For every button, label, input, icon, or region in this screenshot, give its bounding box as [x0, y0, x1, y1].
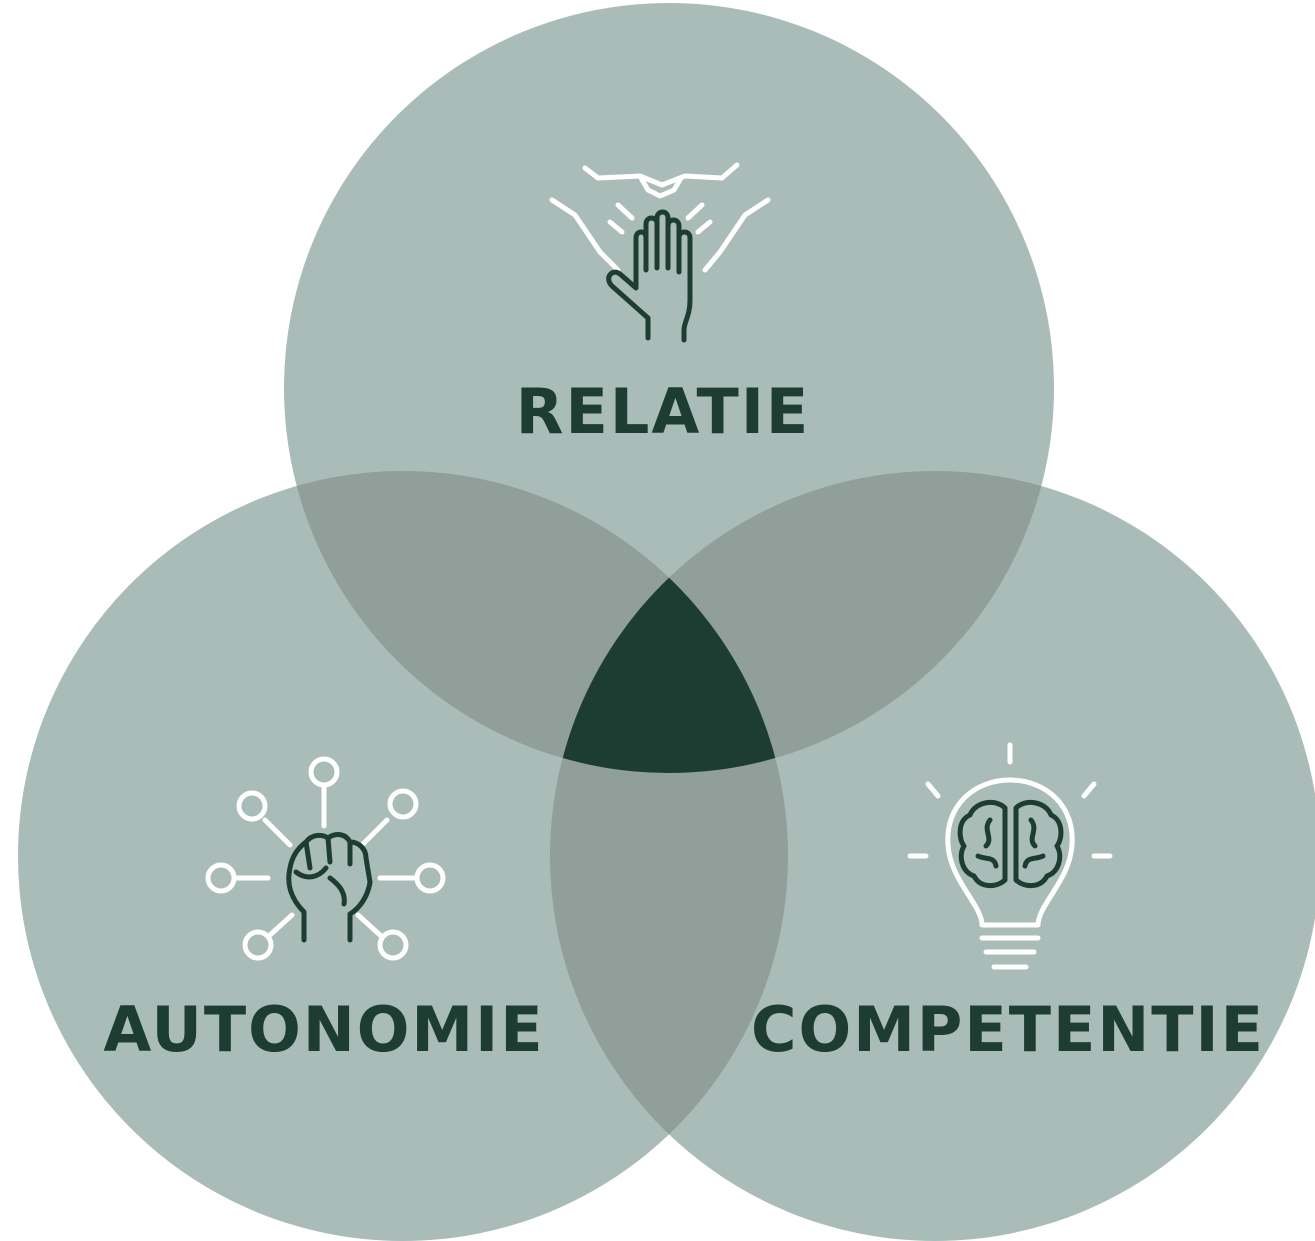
label-competentie: COMPETENTIE — [751, 993, 1265, 1066]
label-autonomie: AUTONOMIE — [103, 993, 544, 1066]
hands-supporting-hand-icon — [549, 162, 771, 343]
label-relatie: RELATIE — [516, 375, 810, 448]
overlap-relatie-competentie — [550, 471, 1054, 773]
overlap-relatie-autonomie — [284, 471, 788, 773]
lightbulb-brain-icon — [907, 742, 1113, 970]
fist-network-icon — [205, 756, 446, 961]
